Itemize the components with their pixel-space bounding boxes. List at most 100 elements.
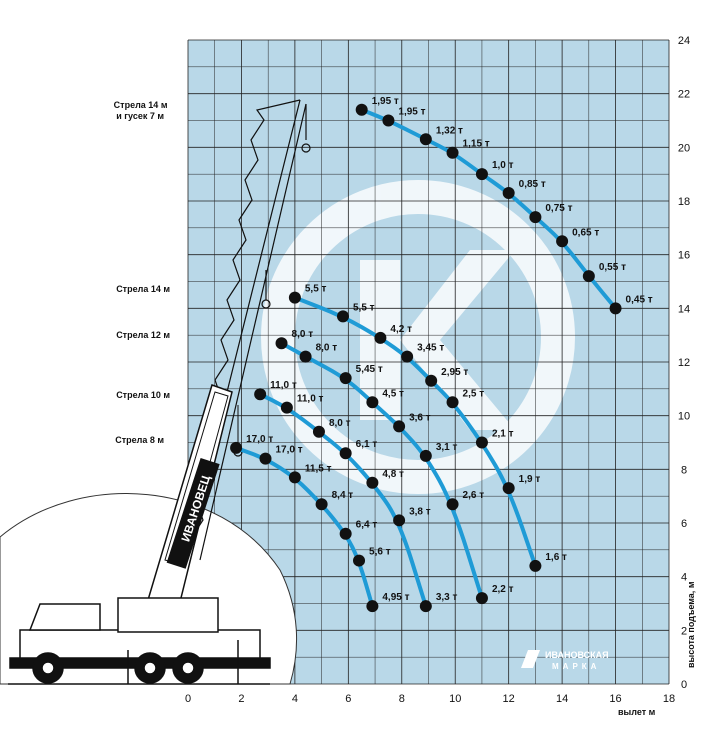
data-point [312,425,325,438]
data-label: 3,45 т [417,343,444,354]
data-point [339,447,352,460]
data-label: 11,0 т [297,394,324,405]
data-point [353,554,366,567]
boom-label: Стрела 14 м [116,284,170,294]
data-point [259,452,272,465]
data-point [446,146,459,159]
y-tick-label: 20 [678,142,690,154]
data-point [288,471,301,484]
data-label: 3,8 т [409,506,431,517]
x-tick-label: 0 [185,693,191,705]
y-tick-label: 24 [678,35,690,47]
data-label: 3,6 т [409,412,431,423]
data-point [556,235,569,248]
data-point [288,291,301,304]
data-label: 0,75 т [545,203,572,214]
data-label: 1,6 т [545,552,567,563]
data-label: 1,32 т [436,125,463,136]
y-tick-label: 22 [678,89,690,101]
data-label: 1,15 т [463,139,490,150]
data-point [339,527,352,540]
data-label: 4,95 т [382,592,409,603]
data-point [275,337,288,350]
y-tick-label: 18 [678,196,690,208]
x-tick-label: 12 [503,693,515,705]
y-axis-title: высота подъема, м [686,581,696,668]
data-point [230,441,243,454]
x-axis-title: вылет м [618,707,656,717]
data-label: 3,1 т [436,442,458,453]
data-point [382,114,395,127]
boom-label: Стрела 14 м и гусек 7 м [114,100,170,121]
data-point [315,498,328,511]
data-point [446,498,459,511]
data-label: 11,0 т [270,380,297,391]
data-point [419,133,432,146]
data-point [366,396,379,409]
data-label: 5,45 т [356,364,383,375]
data-label: 1,9 т [519,474,541,485]
data-point [475,168,488,181]
data-point [280,401,293,414]
x-tick-label: 6 [345,693,351,705]
data-label: 6,1 т [356,439,378,450]
data-label: 17,0 т [246,434,273,445]
brand-line2: МАРКА [552,662,600,671]
data-point [336,310,349,323]
data-point [355,103,368,116]
data-label: 3,3 т [436,592,458,603]
y-tick-label: 6 [681,518,687,530]
brand-mark: ИВАНОВСКАЯ МАРКА [521,650,609,671]
data-label: 2,2 т [492,584,514,595]
series-layer: 1,95 т1,95 т1,32 т1,15 т1,0 т0,85 т0,75 … [230,96,653,613]
data-point [419,449,432,462]
x-tick-label: 14 [556,693,568,705]
boom-label: Стрела 8 м [115,435,164,445]
y-tick-label: 14 [678,303,690,315]
data-label: 2,6 т [463,490,485,501]
y-tick-label: 2 [681,625,687,637]
data-point [475,436,488,449]
data-point [339,372,352,385]
x-tick-label: 16 [609,693,621,705]
data-point [582,270,595,283]
data-point [374,331,387,344]
data-point [419,600,432,613]
x-tick-label: 2 [238,693,244,705]
data-label: 5,5 т [305,284,327,295]
x-tick-label: 4 [292,693,298,705]
data-point [529,211,542,224]
y-tick-label: 8 [681,464,687,476]
data-point [529,559,542,572]
data-point [366,600,379,613]
data-label: 0,85 т [519,179,546,190]
data-label: 0,55 т [599,262,626,273]
data-label: 1,95 т [398,107,425,118]
data-label: 8,0 т [292,329,314,340]
truck [8,597,271,685]
data-point [502,186,515,199]
data-label: 8,0 т [316,343,338,354]
data-point [446,396,459,409]
x-tick-label: 8 [399,693,405,705]
data-label: 11,5 т [305,463,332,474]
y-tick-label: 10 [678,411,690,423]
data-label: 2,95 т [441,367,468,378]
y-tick-label: 12 [678,357,690,369]
data-point [425,374,438,387]
data-point [475,592,488,605]
data-label: 0,65 т [572,227,599,238]
data-label: 1,0 т [492,160,514,171]
data-point [254,388,267,401]
brand-line1: ИВАНОВСКАЯ [545,650,609,660]
data-label: 2,1 т [492,429,514,440]
boom-labels: Стрела 14 м и гусек 7 м Стрела 14 м Стре… [114,100,171,445]
y-tick-label: 16 [678,250,690,262]
data-point [393,514,406,527]
grid [187,39,670,685]
y-tick-label: 4 [681,572,687,584]
data-label: 2,5 т [463,388,485,399]
